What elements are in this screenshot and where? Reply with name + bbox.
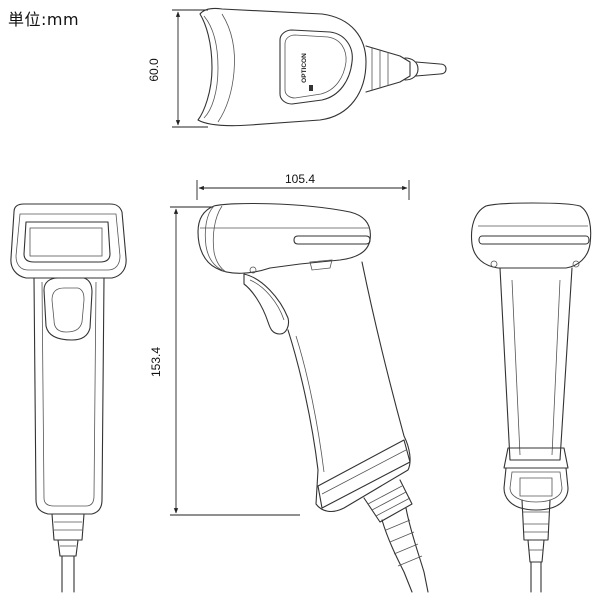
unit-label: 単位:mm [8, 10, 80, 29]
top-height-label: 60.0 [147, 58, 161, 82]
side-view: 105.4 153.4 [149, 172, 429, 593]
front-view [10, 203, 127, 593]
back-view [470, 202, 592, 593]
side-length-label: 105.4 [285, 172, 315, 186]
top-view: 60.0 OPTICON [147, 7, 447, 128]
side-height-label: 153.4 [149, 347, 163, 377]
brand-logo-text: OPTICON [301, 53, 308, 83]
